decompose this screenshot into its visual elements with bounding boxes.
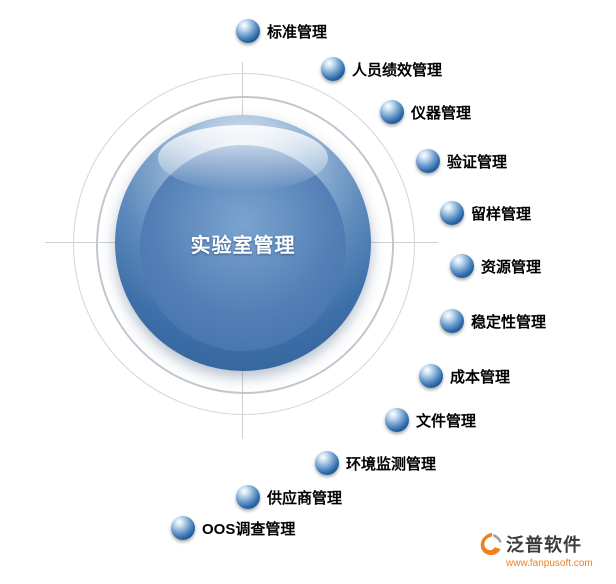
module-label: 资源管理 (481, 258, 542, 276)
module-node-sample-retention: 留样管理 (440, 201, 531, 225)
module-label: 仪器管理 (411, 104, 472, 122)
module-label: 验证管理 (447, 153, 508, 171)
middle-ring (96, 96, 394, 394)
module-node-document: 文件管理 (385, 408, 476, 432)
fanpu-logo-icon (478, 532, 502, 556)
sphere-icon (440, 201, 464, 225)
sphere-icon (236, 19, 260, 43)
center-label: 实验室管理 (190, 234, 296, 257)
module-node-validation: 验证管理 (416, 149, 507, 173)
module-node-stability: 稳定性管理 (440, 309, 546, 333)
module-node-personnel-performance: 人员绩效管理 (321, 57, 442, 81)
module-node-supplier: 供应商管理 (236, 485, 342, 509)
module-node-instrument: 仪器管理 (380, 100, 471, 124)
module-node-environment-monitoring: 环境监测管理 (315, 451, 436, 475)
outer-ring (73, 73, 415, 415)
center-sphere: 实验室管理 (115, 115, 371, 371)
sphere-icon (315, 451, 339, 475)
vendor-logo: 泛普软件 www.fanpusoft.com (478, 531, 593, 569)
logo-website-text: www.fanpusoft.com (506, 558, 593, 569)
center-sphere-gloss-highlight (158, 125, 328, 191)
module-label: 环境监测管理 (346, 455, 437, 473)
logo-company-name: 泛普软件 (506, 535, 582, 555)
module-node-resource: 资源管理 (450, 254, 541, 278)
sphere-icon (171, 516, 195, 540)
sphere-icon (416, 149, 440, 173)
sphere-icon (440, 309, 464, 333)
module-label: 标准管理 (267, 23, 328, 41)
module-label: OOS调查管理 (202, 520, 296, 538)
module-label: 人员绩效管理 (352, 61, 443, 79)
sphere-icon (419, 364, 443, 388)
module-label: 供应商管理 (267, 489, 343, 507)
sphere-icon (385, 408, 409, 432)
module-label: 成本管理 (450, 368, 511, 386)
module-node-standard: 标准管理 (236, 19, 327, 43)
module-label: 稳定性管理 (471, 313, 547, 331)
module-label: 留样管理 (471, 205, 532, 223)
sphere-icon (450, 254, 474, 278)
sphere-icon (321, 57, 345, 81)
module-label: 文件管理 (416, 412, 477, 430)
sphere-icon (236, 485, 260, 509)
sphere-icon (380, 100, 404, 124)
module-node-oos-investigation: OOS调查管理 (171, 516, 295, 540)
module-node-cost: 成本管理 (419, 364, 510, 388)
